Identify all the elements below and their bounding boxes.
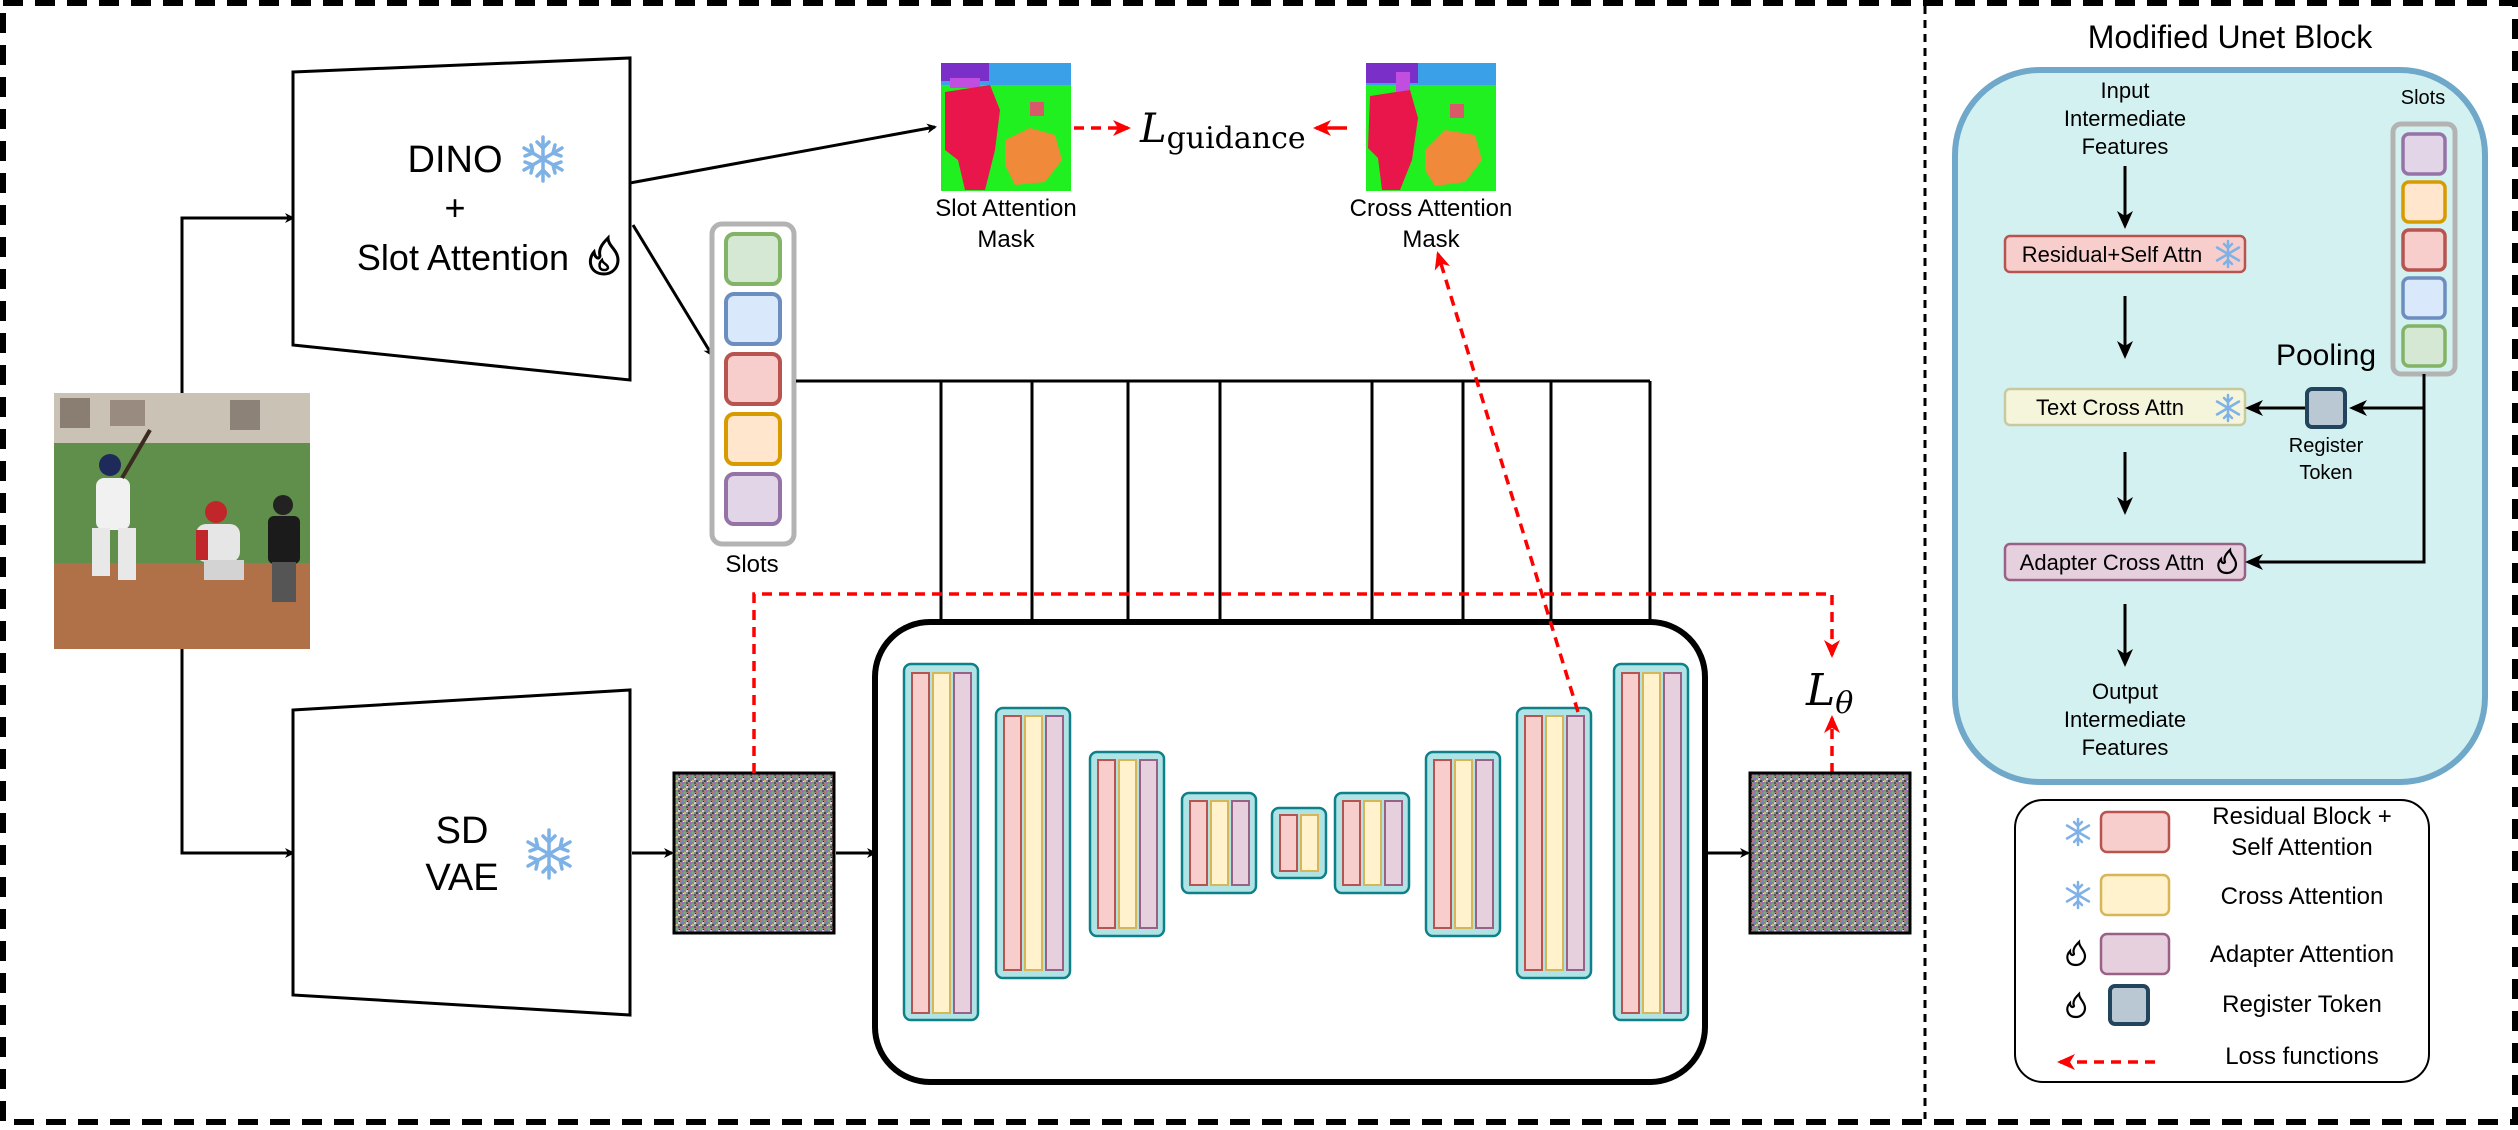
snowflake-icon	[2065, 880, 2091, 910]
unet-block-middle	[1270, 806, 1328, 880]
loss-guidance: Lguidance	[1139, 106, 1306, 156]
cross-mask-label-2: Mask	[1402, 226, 1460, 253]
slot-2	[724, 292, 782, 346]
legend-swatch-register	[2108, 984, 2150, 1026]
vae-subtitle: VAE	[425, 857, 498, 899]
register-token	[2305, 387, 2347, 429]
slot-5	[724, 472, 782, 526]
output-latent	[1748, 771, 1912, 935]
pooling-label: Pooling	[2276, 339, 2376, 372]
cross-mask-label-1: Cross Attention	[1350, 195, 1513, 222]
slots-list	[724, 232, 782, 526]
legend-swatch-residual	[2099, 810, 2171, 854]
legend-item-residual: Residual Block + Self Attention	[2065, 803, 2392, 861]
register-label-2: Token	[2299, 462, 2352, 484]
unet-block-3	[1088, 750, 1166, 938]
slots-label: Slots	[725, 551, 778, 578]
residual-self-attn-label: Residual+Self Attn	[2022, 242, 2202, 267]
slot-mask-label-1: Slot Attention	[935, 195, 1076, 222]
panel-slots-list	[2401, 132, 2447, 368]
legend-label-loss: Loss functions	[2225, 1043, 2378, 1070]
text-cross-attn-label: Text Cross Attn	[2036, 395, 2184, 420]
legend-swatch-adapter	[2099, 932, 2171, 976]
unet-block-9	[1612, 662, 1690, 1022]
output-label-3: Features	[2082, 735, 2169, 760]
adapter-cross-attn-label: Adapter Cross Attn	[2020, 550, 2205, 575]
loss-arrow-cross-attn-extract	[1434, 251, 1580, 713]
loss-arrow-latent	[752, 592, 1840, 773]
noisy-latent	[672, 771, 836, 935]
legend-item-register: Register Token	[2066, 984, 2382, 1026]
snowflake-icon	[526, 828, 572, 880]
encoder-block	[291, 56, 632, 382]
input-label-2: Intermediate	[2064, 106, 2186, 131]
unet-block-4	[1180, 791, 1258, 895]
input-label-1: Input	[2101, 78, 2150, 103]
encoder-subtitle: Slot Attention	[357, 237, 569, 278]
vae-title: SD	[436, 810, 489, 852]
flame-icon	[2217, 547, 2238, 575]
register-label-1: Register	[2289, 435, 2364, 457]
panel-title: Modified Unet Block	[2088, 19, 2374, 55]
arrow-to-encoder	[180, 213, 295, 393]
flame-icon	[2066, 939, 2087, 967]
legend-item-adapter: Adapter Attention	[2066, 932, 2394, 976]
panel-slot-4	[2401, 276, 2447, 320]
slot-attention-mask-image	[941, 63, 1071, 191]
unet-block-6	[1333, 791, 1411, 895]
panel-slot-5	[2401, 324, 2447, 368]
snowflake-icon	[522, 135, 564, 183]
panel-slots-label: Slots	[2401, 87, 2445, 109]
flame-icon	[2066, 991, 2087, 1019]
vae-block	[291, 688, 632, 1017]
slot-mask-label-2: Mask	[977, 226, 1035, 253]
panel-slot-3	[2401, 228, 2447, 272]
snowflake-icon	[2065, 817, 2091, 847]
legend-label-residual-2: Self Attention	[2231, 834, 2372, 861]
unet-block-2	[994, 706, 1072, 980]
residual-self-attn-box	[2003, 234, 2247, 274]
legend-item-loss: Loss functions	[2057, 1043, 2379, 1070]
panel-slot-1	[2401, 132, 2447, 176]
snowflake-icon	[2215, 239, 2241, 269]
panel-slot-2	[2401, 180, 2447, 224]
encoder-title: DINO	[408, 139, 503, 181]
unet-block-7	[1424, 750, 1502, 938]
legend-label-cross: Cross Attention	[2221, 883, 2384, 910]
legend-item-cross: Cross Attention	[2065, 873, 2384, 917]
input-label-3: Features	[2082, 134, 2169, 159]
encoder-plus: +	[444, 187, 465, 228]
arrow-to-vae	[180, 649, 295, 858]
unet-block-1	[902, 662, 980, 1022]
snowflake-icon	[2215, 393, 2241, 423]
arrow-to-slots	[631, 224, 714, 357]
legend-swatch-cross	[2099, 873, 2171, 917]
arrow-slots-to-adapter	[2245, 374, 2426, 570]
legend-label-register: Register Token	[2222, 991, 2382, 1018]
slot-4	[724, 412, 782, 466]
input-photo	[54, 393, 310, 649]
slot-3	[724, 352, 782, 406]
unet-blocks	[902, 662, 1690, 1022]
unet-block-8	[1515, 706, 1593, 980]
arrow-to-slot-mask	[629, 123, 937, 185]
cross-attention-mask-image	[1366, 63, 1496, 191]
slot-1	[724, 232, 782, 286]
output-label-1: Output	[2092, 679, 2158, 704]
flame-icon	[588, 234, 620, 276]
legend-items: Residual Block + Self Attention Cross At…	[2057, 803, 2394, 1070]
output-label-2: Intermediate	[2064, 707, 2186, 732]
legend-label-adapter: Adapter Attention	[2210, 941, 2394, 968]
loss-theta: Lθ	[1805, 665, 1853, 721]
legend-label-residual-1: Residual Block +	[2212, 803, 2391, 830]
